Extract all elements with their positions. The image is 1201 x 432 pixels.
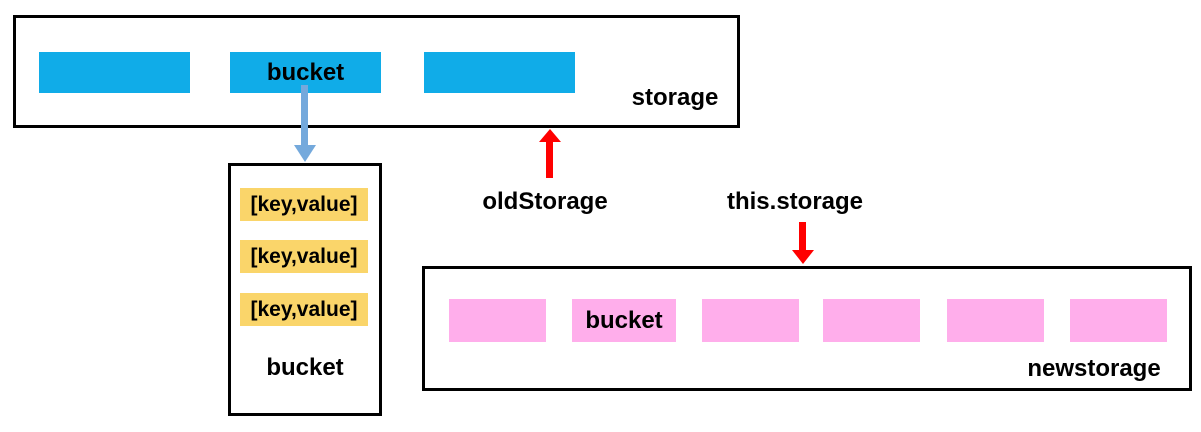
old-storage-box: bucket storage <box>13 15 740 128</box>
old-bucket-slot-1 <box>39 52 190 93</box>
key-value-entry-3: [key,value] <box>240 293 368 326</box>
old-bucket-label: bucket <box>266 59 345 86</box>
new-bucket-slot-2: bucket <box>572 299 676 342</box>
new-storage-box-label: newstorage <box>1027 355 1161 382</box>
old-storage-box-label: storage <box>631 84 719 111</box>
old-storage-annotation: oldStorage <box>482 188 608 215</box>
key-value-entry-2: [key,value] <box>240 240 368 273</box>
bucket-detail-box: [key,value] [key,value] [key,value] buck… <box>228 163 382 416</box>
old-bucket-slot-3 <box>424 52 575 93</box>
new-bucket-slot-3 <box>702 299 799 342</box>
new-bucket-slot-4 <box>823 299 920 342</box>
new-bucket-slot-1 <box>449 299 546 342</box>
new-bucket-slot-5 <box>947 299 1044 342</box>
this-storage-annotation: this.storage <box>726 188 864 215</box>
new-bucket-label: bucket <box>585 307 663 334</box>
bucket-detail-label: bucket <box>266 354 344 381</box>
new-bucket-slot-6 <box>1070 299 1167 342</box>
new-storage-box: bucket newstorage <box>422 266 1192 391</box>
key-value-entry-1: [key,value] <box>240 188 368 221</box>
